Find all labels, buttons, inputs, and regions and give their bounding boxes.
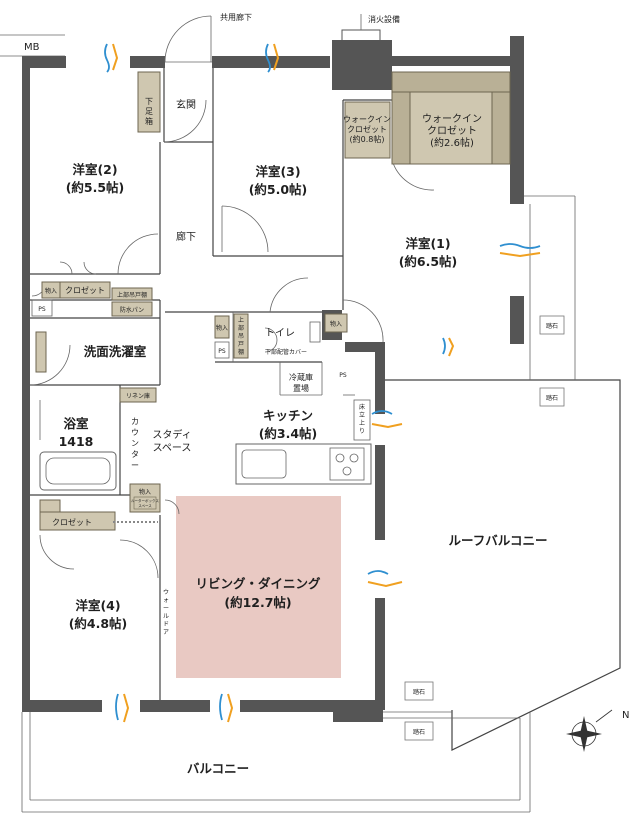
waterproof-pan-label: 防水パン [120,306,144,314]
room2-name: 洋室(2) [72,162,117,177]
wic-small-line-2: クロゼット [347,124,387,134]
room3-size: (約5.0帖) [249,182,308,197]
mb-strip: MB [0,34,65,57]
wall-door-char-3: ー [163,605,169,612]
wic-small-line-1: ウォークイン [343,115,391,124]
wall-door-char-2: ォ [163,597,169,604]
study-line-2: スペース [153,443,192,454]
pipe-cover-label: 下部配管カバー [265,348,307,356]
counter-study: カ ウ ン タ ー スタディ スペース 物入 ルーターボックス スペース [129,417,192,513]
floor-rise-char-1: 床 [359,403,365,411]
wic-large-line-2: クロゼット [427,125,477,137]
counter-char-1: カ [131,417,139,426]
room4-name: 洋室(4) [75,598,120,613]
entrance-label: 玄関 [176,98,196,111]
floor-rise-char-2: 立 [359,411,365,419]
room2-size: (約5.5帖) [66,180,125,195]
wic-large-line-1: ウォークイン [422,113,482,125]
ps-label-3: PS [339,372,347,379]
roof-balcony-label: ルーフバルコニー [448,533,547,548]
floor-rise-char-3: 上 [359,419,365,427]
router-line-1: ルーターボックス [131,498,159,503]
room3-name: 洋室(3) [255,164,300,179]
stone-label-4: 踏石 [413,728,425,736]
fridge-line-1: 冷蔵庫 [289,372,313,382]
room4: クロゼット 洋室(4) (約4.8帖) ウ ォ ー ル ド ア [39,499,169,636]
shoe-box-char-1: 下 [145,97,153,106]
upper-cab-char-1: 上 [238,316,244,324]
common-corridor-label: 共用廊下 [220,12,252,22]
fire-equipment-label: 消火設備 [368,14,400,24]
closet-label-2: クロゼット [52,517,92,527]
router-line-2: スペース [138,503,152,508]
wall-door-char-6: ア [163,629,169,636]
corridor-area: 共用廊下 消火設備 [164,12,400,63]
kitchen-size: (約3.4帖) [259,426,318,441]
closet-label-1: クロゼット [65,285,105,295]
walk-in-closet-large: ウォークイン クロゼット (約2.6帖) [391,71,511,165]
upper-cab-char-2: 部 [238,324,244,332]
shoe-box: 下 足 箱 [137,71,161,133]
upper-cabinet-label: 上部吊戸棚 [117,291,147,299]
bath-name: 浴室 [63,416,89,431]
stone-label-2: 踏石 [546,394,558,402]
wic-large-line-3: (約2.6帖) [430,136,474,149]
shoe-box-char-2: 足 [145,107,153,116]
stone-label-1: 踏石 [546,322,558,330]
linen-label: リネン庫 [126,392,150,400]
living-dining-area [176,496,341,678]
wall-door-char-4: ル [163,613,169,620]
ps-label-1: PS [38,306,46,313]
bath-size: 1418 [59,434,94,449]
storage-label-2: 物入 [216,324,228,332]
counter-char-3: ン [131,439,139,448]
ps-label-2: PS [218,348,226,355]
compass-icon: N [566,709,629,752]
balcony-label: バルコニー [187,761,249,776]
bottom-balcony: バルコニー [21,712,531,813]
walk-in-closet-small: ウォークイン クロゼット (約0.8帖) [343,101,391,159]
storage-label-4: 物入 [139,488,151,496]
storage-label-3: 物入 [330,320,342,328]
upper-cab-char-3: 吊 [238,333,244,340]
counter-char-2: ウ [131,428,139,437]
study-line-1: スタディ [152,428,191,441]
doors [29,99,435,579]
storage-label-1: 物入 [45,287,57,295]
toilet-label: トイレ [265,328,295,339]
room1-size: (約6.5帖) [399,254,458,269]
bathroom: 浴室 1418 [39,400,117,491]
floor-rise-char-4: り [359,428,365,435]
north-label: N [622,710,629,721]
mb-label: MB [24,42,40,53]
roof-balcony: ルーフバルコニー 踏石 踏石 踏石 踏石 [383,195,621,751]
counter-char-5: ー [131,461,139,470]
washroom-label: 洗面洗濯室 [84,344,147,359]
room2-closet: 物入 クロゼット PS 上部吊戸棚 防水パン [31,281,153,317]
airflow-markers [104,43,541,723]
wall-door-char-5: ド [163,621,169,628]
kitchen-name: キッチン [263,408,313,423]
living-size: (約12.7帖) [224,595,291,610]
toilet-area: 物入 PS 上 部 吊 戸 棚 トイレ 下部配管カバー 物入 PS [214,313,348,379]
room4-size: (約4.8帖) [69,616,128,631]
wic-small-line-3: (約0.8帖) [350,134,385,144]
fridge-line-2: 置場 [293,383,309,393]
upper-cab-char-5: 棚 [238,348,244,356]
outer-walls [22,36,524,722]
wall-door-char-1: ウ [163,588,169,596]
shoe-box-char-3: 箱 [145,116,153,126]
stone-label-3: 踏石 [413,688,425,696]
room1-name: 洋室(1) [405,236,450,251]
counter-char-4: タ [131,450,139,459]
upper-cab-char-4: 戸 [238,341,244,348]
living-name: リビング・ダイニング [195,576,321,591]
kitchen: キッチン (約3.4帖) 床 立 上 り [235,399,372,485]
washroom: 洗面洗濯室 リネン庫 [35,331,157,403]
hallway-label: 廊下 [176,230,196,243]
